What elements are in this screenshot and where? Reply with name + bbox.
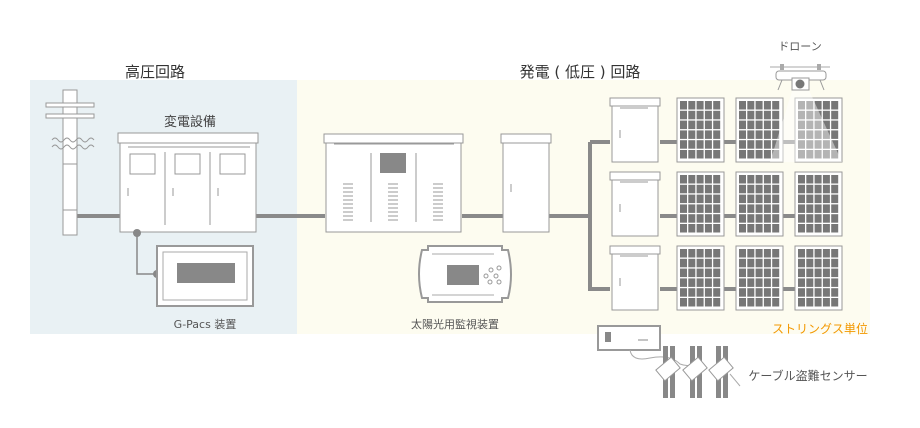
cable-sensor-label: ケーブル盗難センサー [748,369,868,383]
solar-panel-icon [794,97,843,163]
cable-sensor-icon [597,325,741,398]
utility-pole-icon [45,89,95,236]
monitor-label: 太陽光用監視装置 [411,318,499,331]
drone-icon [770,64,842,162]
drone-label: ドローン [778,40,822,53]
solar-panel-array [676,97,843,311]
high-voltage-circuit-title: 高圧回路 [124,63,186,81]
solar-panel-icon [794,171,843,237]
solar-panel-icon [735,97,784,163]
gpacs-label: G-Pacs 装置 [173,318,237,331]
substation-icon [117,132,259,233]
solar-panel-icon [794,245,843,311]
junction-boxes [609,97,661,311]
substation-label: 変電設備 [163,115,217,130]
string-unit-label: ストリングス単位 [771,322,869,336]
inverter-icon [323,133,464,233]
solar-panel-icon [676,97,725,163]
solar-panel-icon [676,245,725,311]
solar-panel-icon [735,171,784,237]
monitoring-device-icon [418,245,512,303]
generation-circuit-title: 発電 ( 低圧 ) 回路 [519,63,641,81]
solar-panel-icon [676,171,725,237]
solar-panel-icon [735,245,784,311]
gpacs-device-icon [156,245,254,307]
distribution-box-icon [500,133,552,233]
